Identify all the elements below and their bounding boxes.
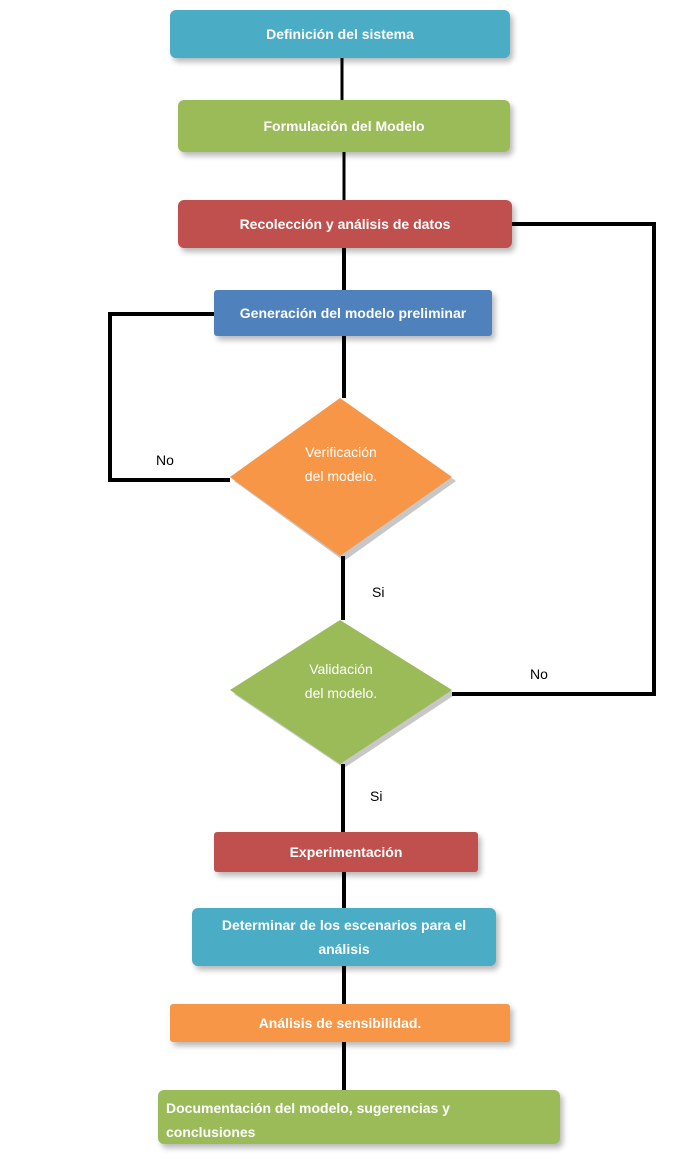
- step-experimentacion-label: Experimentación: [289, 844, 403, 860]
- step-escenarios-label-line2: análisis: [318, 941, 370, 957]
- step-recoleccion-label: Recolección y análisis de datos: [239, 216, 451, 232]
- verificacion-no-label: No: [156, 452, 174, 468]
- step-recoleccion-datos: Recolección y análisis de datos: [178, 200, 512, 248]
- step-generacion-label: Generación del modelo preliminar: [239, 305, 467, 321]
- validacion-diamond: [230, 620, 452, 764]
- validacion-label: Validación del modelo.: [270, 657, 412, 705]
- step-formulacion-modelo: Formulación del Modelo: [178, 100, 510, 152]
- loop-validacion-no: [452, 222, 656, 696]
- verificacion-label: Verificación del modelo.: [270, 440, 412, 488]
- validacion-si-label: Si: [370, 788, 383, 804]
- step-sensibilidad-label: Análisis de sensibilidad.: [258, 1015, 422, 1031]
- verificacion-diamond: [230, 398, 452, 556]
- step-definicion-sistema: Definición del sistema: [170, 10, 510, 58]
- step-generacion-modelo: Generación del modelo preliminar: [214, 290, 492, 336]
- validacion-no-label: No: [530, 666, 548, 682]
- step-formulacion-label: Formulación del Modelo: [263, 118, 425, 134]
- verificacion-label-line1: Verificación: [305, 444, 377, 460]
- step-definicion-label: Definición del sistema: [266, 26, 414, 42]
- verificacion-si-label: Si: [372, 584, 385, 600]
- step-documentacion-label-line1: Documentación del modelo, sugerencias y: [166, 1100, 450, 1116]
- step-escenarios: Determinar de los escenarios para el aná…: [192, 908, 496, 966]
- loop-verificacion-no: [108, 312, 230, 482]
- step-documentacion-label-line2: conclusiones: [166, 1124, 256, 1140]
- verificacion-label-line2: del modelo.: [304, 468, 378, 484]
- step-escenarios-label-line1: Determinar de los escenarios para el: [221, 917, 467, 933]
- step-sensibilidad: Análisis de sensibilidad.: [170, 1004, 510, 1042]
- validacion-label-line1: Validación: [309, 661, 373, 677]
- step-documentacion: Documentación del modelo, sugerencias y …: [158, 1090, 560, 1144]
- step-experimentacion: Experimentación: [214, 832, 478, 872]
- validacion-label-line2: del modelo.: [304, 685, 378, 701]
